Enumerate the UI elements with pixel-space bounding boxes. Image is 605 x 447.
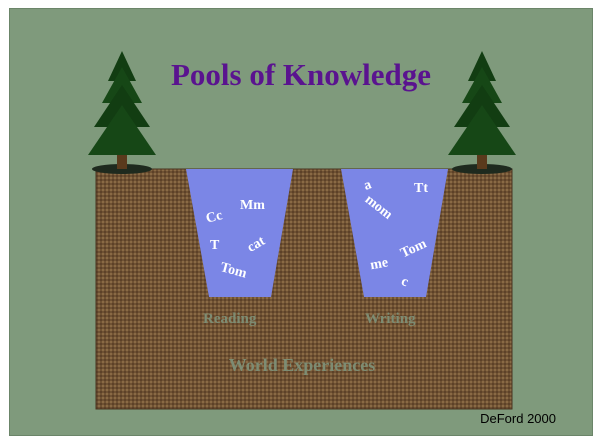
pool-word: Cc	[204, 208, 224, 227]
pool-word: a	[362, 177, 374, 193]
world-experiences-label: World Experiences	[228, 355, 376, 375]
pool-word: Tt	[414, 181, 428, 196]
reading-pool	[186, 169, 293, 297]
pool-word: T	[210, 238, 220, 253]
reading-label: Reading	[203, 311, 257, 327]
landscape-scene: Cc Mm T cat Tom a Tt mom Tom me c	[88, 51, 516, 410]
pool-word: me	[369, 255, 389, 273]
pine-tree-icon	[88, 51, 156, 174]
writing-pool	[341, 169, 448, 297]
slide-title: Pools of Knowledge	[170, 57, 432, 92]
pool-word: c	[399, 274, 410, 290]
pine-tree-icon	[448, 51, 516, 174]
pool-word: Mm	[240, 198, 265, 213]
slide-credit: DeFord 2000	[480, 411, 556, 426]
slide: Cc Mm T cat Tom a Tt mom Tom me c Pools …	[9, 8, 593, 436]
writing-label: Writing	[365, 311, 416, 327]
pool-word: Tom	[219, 260, 249, 281]
soil-ground	[95, 168, 513, 410]
